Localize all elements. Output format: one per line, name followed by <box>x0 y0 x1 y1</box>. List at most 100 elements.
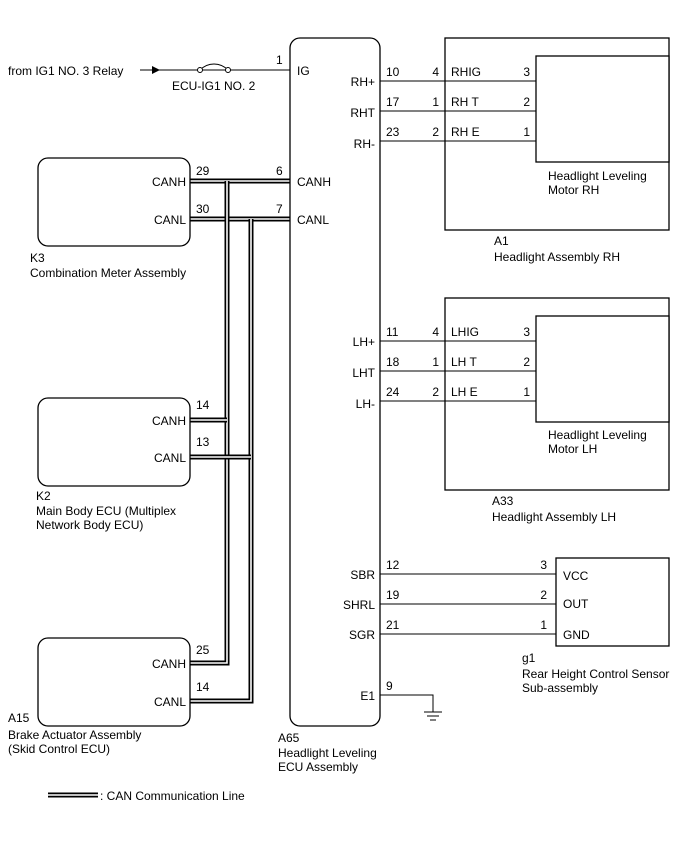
a1-motor-line: Headlight Leveling <box>548 169 647 183</box>
a1-pin-label: RH E <box>451 125 480 139</box>
a15-name: Brake Actuator Assembly (Skid Control EC… <box>8 728 145 756</box>
a15-canh-label: CANH <box>152 657 186 671</box>
ecu-pin-canh-label: CANH <box>297 175 331 189</box>
ecu-pin-e1-num: 9 <box>386 679 393 693</box>
k2-box <box>37 397 191 487</box>
ecu-pin-rhp-num: 10 <box>386 65 400 79</box>
ecu-pin-canl-label: CANL <box>297 213 329 227</box>
k2-canl-pin: 13 <box>196 435 210 449</box>
ecu-pin-sgr-label: SGR <box>349 628 375 642</box>
g1-pin-num: 1 <box>540 618 547 632</box>
g1-pin-label: OUT <box>563 597 589 611</box>
a65-name-line: Headlight Leveling <box>278 746 377 760</box>
ecu-pin-num: 1 <box>276 53 283 67</box>
ecu-pin-lhm-label: LH- <box>356 397 375 411</box>
k3-canh-label: CANH <box>152 175 186 189</box>
ecu-pin-sbr-label: SBR <box>350 568 375 582</box>
k3-canh-pin: 29 <box>196 164 210 178</box>
ecu-pin-shrl-label: SHRL <box>343 598 375 612</box>
a65-box <box>289 37 381 727</box>
g1-name-line: Sub-assembly <box>522 681 598 695</box>
ground-icon <box>424 711 442 721</box>
legend: : CAN Communication Line <box>48 789 245 803</box>
fuse-label: ECU-IG1 NO. 2 <box>172 79 256 93</box>
a33-conn-pin: 1 <box>432 355 439 369</box>
ecu-pin-shrl-num: 19 <box>386 588 400 602</box>
a1-conn-pin: 2 <box>432 125 439 139</box>
a1-motor-pin: 3 <box>523 65 530 79</box>
a15-name-line: (Skid Control ECU) <box>8 742 110 756</box>
k3-name: Combination Meter Assembly <box>30 266 186 280</box>
component-a33: 11 18 24 4 1 2 LHIG LH T LH E 3 2 1 Head… <box>380 297 670 524</box>
ecu-pin-rhm-label: RH- <box>354 137 375 151</box>
k3-canl-pin: 30 <box>196 202 210 216</box>
a33-motor-pin: 3 <box>523 325 530 339</box>
a1-code: A1 <box>494 234 509 248</box>
k2-code: K2 <box>36 489 51 503</box>
a1-pin-label: RHIG <box>451 65 481 79</box>
a1-motor-pin: 1 <box>523 125 530 139</box>
a33-pin-label: LH E <box>451 385 478 399</box>
a33-pin-label: LHIG <box>451 325 479 339</box>
legend-text: : CAN Communication Line <box>100 789 245 803</box>
can-bus-lines <box>190 178 290 704</box>
a15-code: A15 <box>8 711 30 725</box>
ecu-pin-ig-label: IG <box>297 64 310 78</box>
a1-motor-box <box>535 55 670 163</box>
ecu-pin-rht-label: RHT <box>350 106 375 120</box>
a1-conn-pin: 4 <box>432 65 439 79</box>
ecu-pin-lht-num: 18 <box>386 355 400 369</box>
component-g1: 12 19 21 3 2 1 VCC OUT GND g1 Rear Heigh… <box>380 557 673 695</box>
component-a1: 10 17 23 4 1 2 RHIG RH T RH E 3 2 1 Head… <box>380 37 670 264</box>
k2-name-line: Main Body ECU (Multiplex <box>36 504 176 518</box>
ecu-pin-lhp-num: 11 <box>386 325 399 339</box>
a65-name-line: ECU Assembly <box>278 760 358 774</box>
g1-name-line: Rear Height Control Sensor <box>522 667 669 681</box>
ecu-pin-sbr-num: 12 <box>386 558 400 572</box>
g1-pin-num: 2 <box>540 588 547 602</box>
k3-ecu-canh-pin: 6 <box>276 164 283 178</box>
g1-pin-label: VCC <box>563 569 589 583</box>
g1-pin-num: 3 <box>540 558 547 572</box>
ground-e1: 9 <box>380 679 442 721</box>
a33-motor-name: Headlight Leveling Motor LH <box>548 428 650 456</box>
a15-name-line: Brake Actuator Assembly <box>8 728 141 742</box>
a15-canl-pin: 14 <box>196 680 210 694</box>
k2-name-line: Network Body ECU) <box>36 518 143 532</box>
a15-canh-pin: 25 <box>196 643 210 657</box>
a1-conn-pin: 1 <box>432 95 439 109</box>
power-input: from IG1 NO. 3 Relay ECU-IG1 NO. 2 1 <box>8 53 290 93</box>
a33-motor-line: Headlight Leveling <box>548 428 647 442</box>
fuse-icon <box>199 63 229 71</box>
k2-name: Main Body ECU (Multiplex Network Body EC… <box>36 504 179 532</box>
a33-motor-box <box>535 315 670 423</box>
component-k3: CANH CANL 29 30 6 7 K3 Combination Meter… <box>30 157 283 280</box>
a33-pin-label: LH T <box>451 355 477 369</box>
a15-box <box>37 637 191 727</box>
arrow-icon <box>152 66 160 74</box>
g1-box <box>555 557 670 647</box>
a33-conn-pin: 2 <box>432 385 439 399</box>
a1-motor-name: Headlight Leveling Motor RH <box>548 169 650 197</box>
ecu-pin-lhp-label: LH+ <box>353 335 375 349</box>
k3-canl-label: CANL <box>154 213 186 227</box>
g1-name: Rear Height Control Sensor Sub-assembly <box>522 667 673 695</box>
a33-motor-pin: 2 <box>523 355 530 369</box>
a33-name: Headlight Assembly LH <box>492 510 616 524</box>
source-label: from IG1 NO. 3 Relay <box>8 64 123 78</box>
k2-canh-pin: 14 <box>196 398 210 412</box>
ecu-pin-rhm-num: 23 <box>386 125 400 139</box>
ecu-pin-sgr-num: 21 <box>386 618 400 632</box>
ecu-pin-lht-label: LHT <box>352 366 375 380</box>
a65-name: Headlight Leveling ECU Assembly <box>278 746 380 774</box>
a33-motor-line: Motor LH <box>548 442 597 456</box>
a15-canl-label: CANL <box>154 695 186 709</box>
g1-pin-label: GND <box>563 628 590 642</box>
ecu-pin-lhm-num: 24 <box>386 385 400 399</box>
ecu-pin-rhp-label: RH+ <box>351 75 375 89</box>
k2-canh-label: CANH <box>152 414 186 428</box>
a33-motor-pin: 1 <box>523 385 530 399</box>
k3-code: K3 <box>30 251 45 265</box>
k3-box <box>37 157 191 247</box>
k3-ecu-canl-pin: 7 <box>276 202 283 216</box>
